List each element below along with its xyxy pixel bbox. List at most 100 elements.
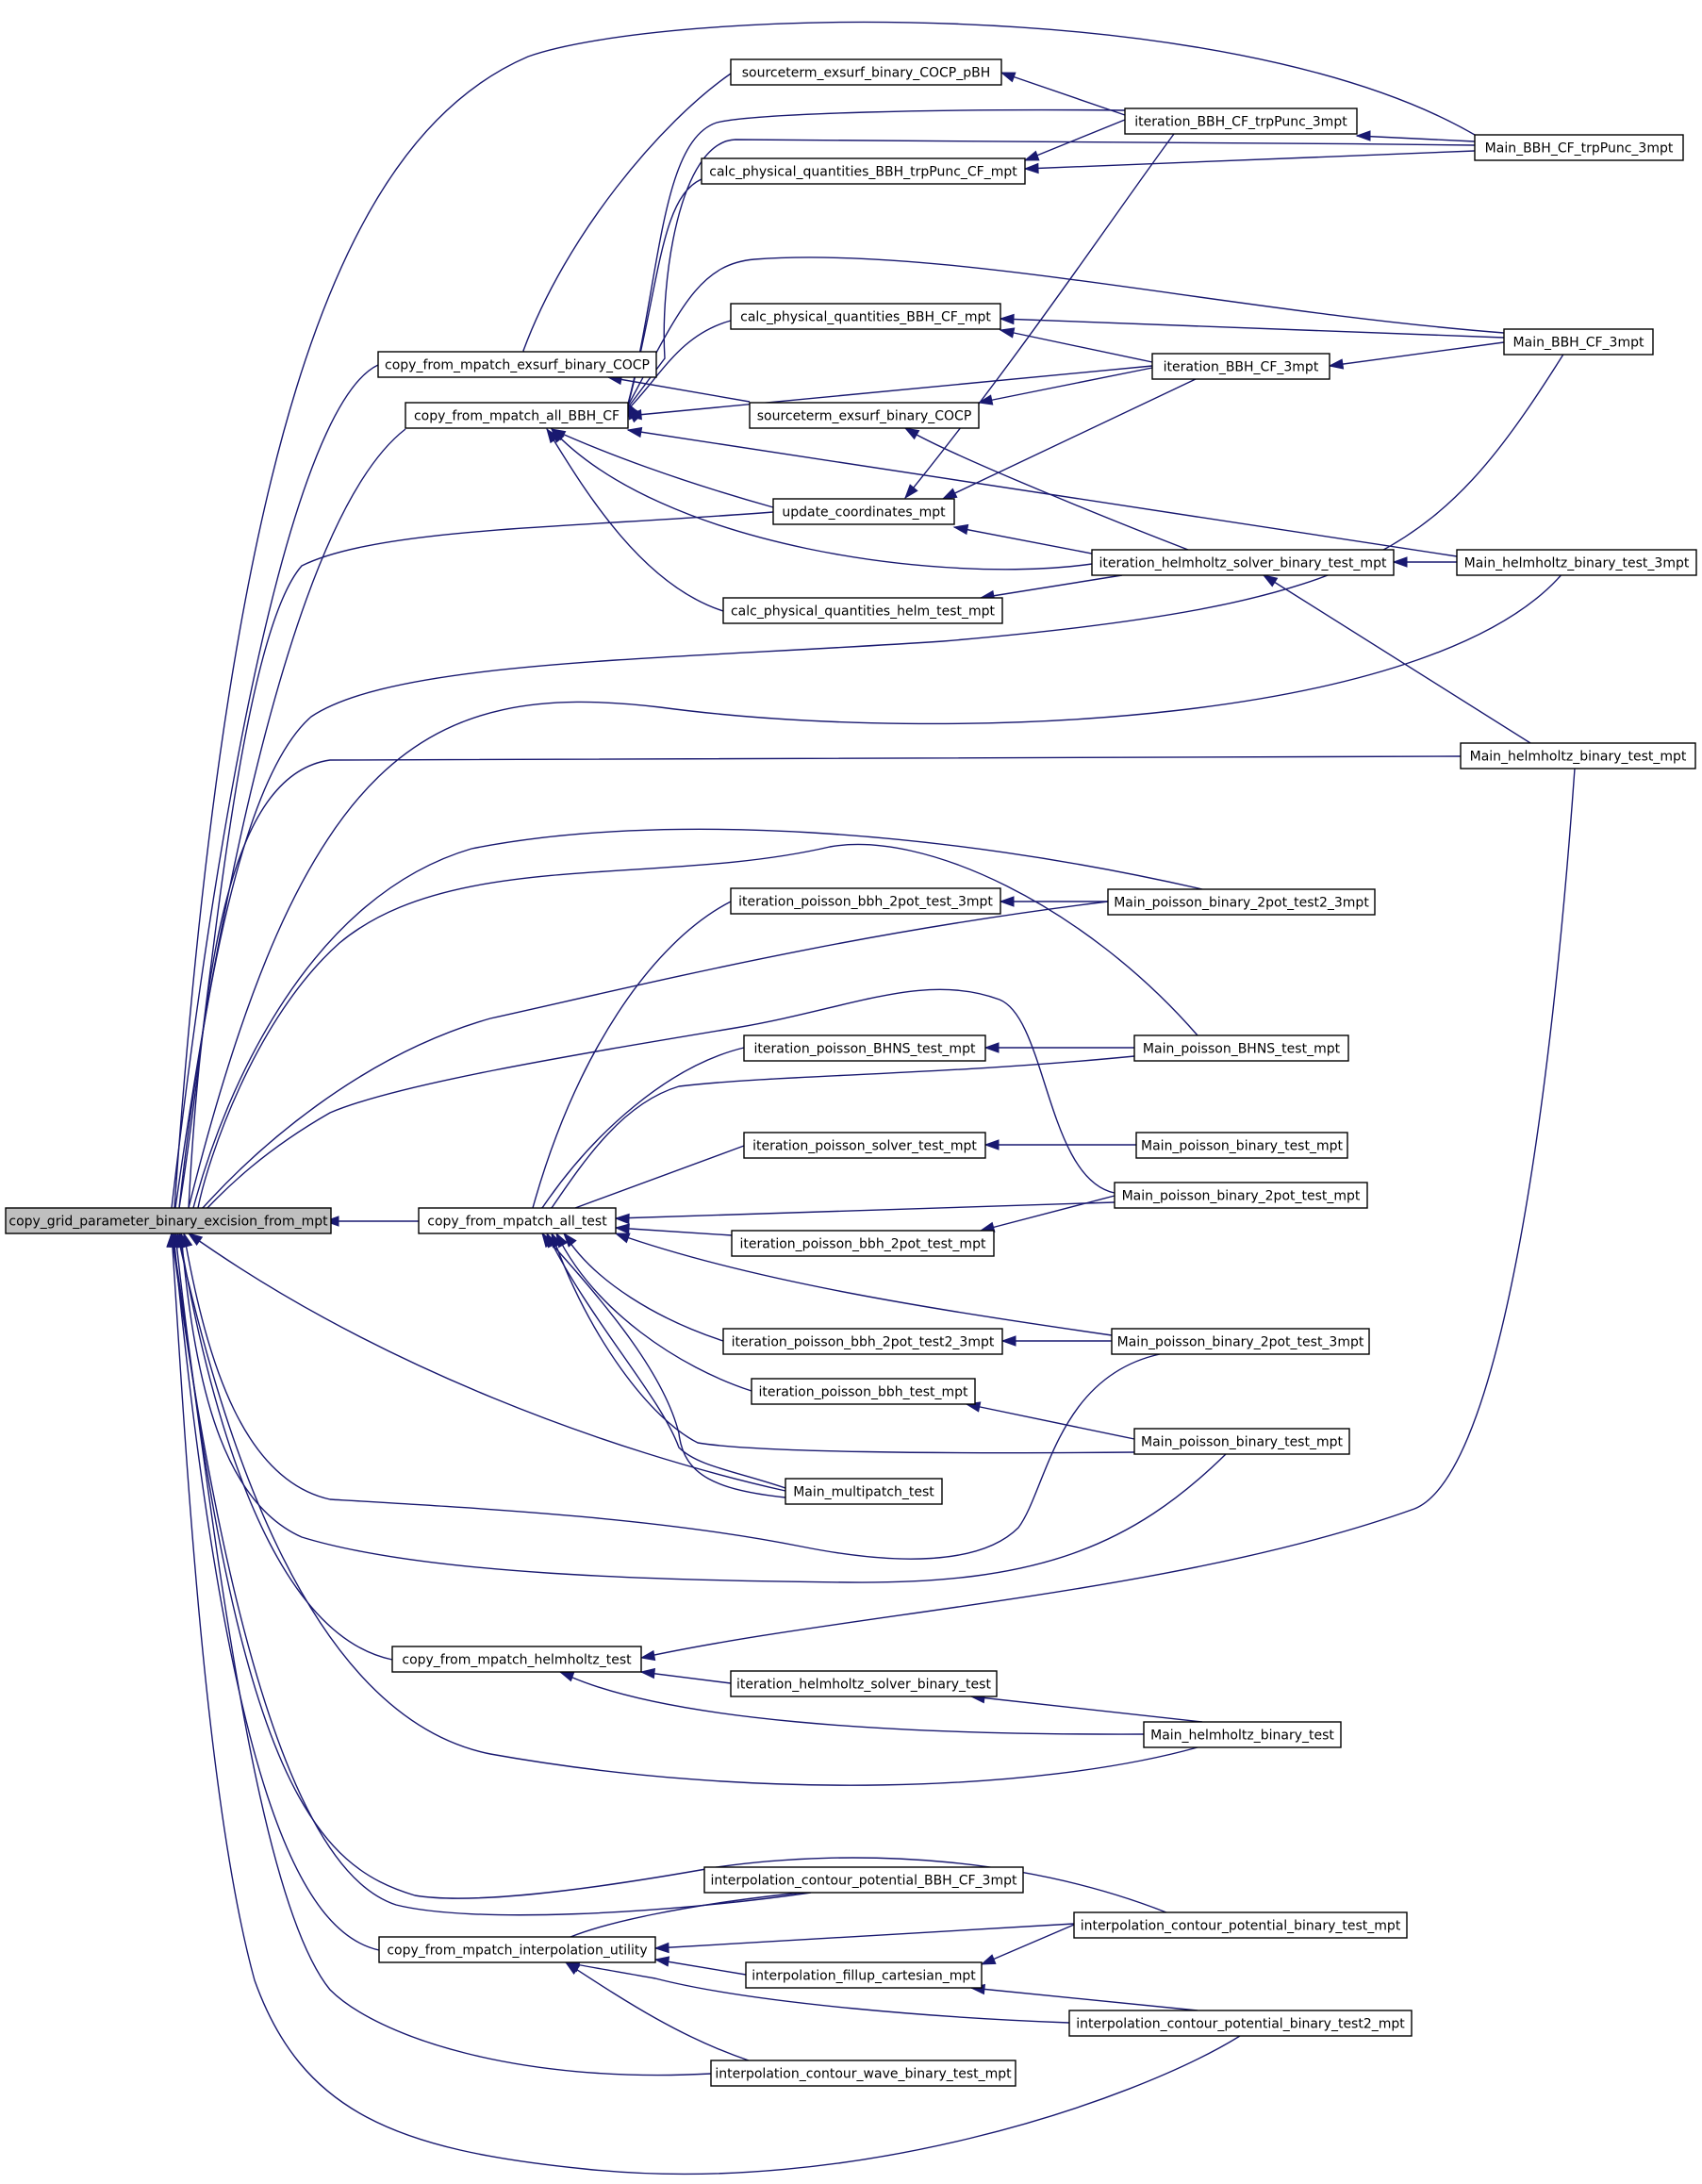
call-edge <box>173 1233 380 1951</box>
node-box[interactable] <box>1474 134 1684 161</box>
node-box[interactable] <box>703 1866 1024 1894</box>
node-box[interactable] <box>1114 1182 1368 1209</box>
node-box[interactable] <box>1133 1428 1350 1455</box>
graph-node-m-helm-mpt[interactable]: Main_helmholtz_binary_test_mpt <box>1460 742 1696 769</box>
node-label: interpolation_fillup_cartesian_mpt <box>752 1969 976 1984</box>
node-box[interactable] <box>722 1328 1003 1355</box>
node-box[interactable] <box>730 1670 998 1697</box>
call-edge <box>174 1233 1198 1927</box>
node-box[interactable] <box>1456 549 1697 576</box>
graph-node-m-p2-3[interactable]: Main_poisson_binary_2pot_test_3mpt <box>1111 1328 1370 1355</box>
graph-node-it-p2-mpt[interactable]: iteration_poisson_bbh_2pot_test_mpt <box>731 1230 995 1257</box>
graph-node-cfm-exsurf[interactable]: copy_from_mpatch_exsurf_binary_COCP <box>377 351 657 378</box>
graph-node-m-pbt-a[interactable]: Main_poisson_binary_test_mpt <box>1135 1132 1348 1159</box>
graph-node-st-cocp[interactable]: sourceterm_exsurf_binary_COCP <box>749 402 980 429</box>
call-edge <box>627 256 1505 406</box>
node-box[interactable] <box>1151 353 1330 380</box>
node-box[interactable] <box>749 402 980 429</box>
graph-node-calc-helm[interactable]: calc_physical_quantities_helm_test_mpt <box>722 597 1003 624</box>
node-box[interactable] <box>405 402 629 429</box>
node-box[interactable] <box>1091 549 1395 576</box>
graph-node-root[interactable]: copy_grid_parameter_binary_excision_from… <box>5 1207 332 1234</box>
graph-node-it-helm-mpt[interactable]: iteration_helmholtz_solver_binary_test_m… <box>1091 549 1395 576</box>
node-box[interactable] <box>1111 1328 1370 1355</box>
node-box[interactable] <box>731 1230 995 1257</box>
node-box[interactable] <box>1107 888 1376 916</box>
node-box[interactable] <box>5 1207 332 1234</box>
node-box[interactable] <box>1068 2010 1413 2037</box>
node-box[interactable] <box>785 1478 943 1505</box>
call-edge <box>627 139 1476 408</box>
node-box[interactable] <box>701 157 1026 185</box>
graph-node-it-bhns[interactable]: iteration_poisson_BHNS_test_mpt <box>743 1034 986 1062</box>
graph-node-it-p2t2-3[interactable]: iteration_poisson_bbh_2pot_test2_3mpt <box>722 1328 1003 1355</box>
arrowhead-icon <box>546 427 559 444</box>
node-box[interactable] <box>1133 1034 1349 1062</box>
graph-node-m-cf3[interactable]: Main_BBH_CF_3mpt <box>1503 328 1654 356</box>
node-box[interactable] <box>391 1646 642 1673</box>
node-label: copy_from_mpatch_all_test <box>427 1215 607 1230</box>
graph-node-ic-bt[interactable]: interpolation_contour_potential_binary_t… <box>1073 1911 1408 1939</box>
graph-node-calc-cf[interactable]: calc_physical_quantities_BBH_CF_mpt <box>730 303 1001 330</box>
graph-node-m-helm[interactable]: Main_helmholtz_binary_test <box>1143 1721 1342 1748</box>
node-box[interactable] <box>772 498 955 525</box>
node-box[interactable] <box>1143 1721 1342 1748</box>
graph-node-calc-trp[interactable]: calc_physical_quantities_BBH_trpPunc_CF_… <box>701 157 1026 185</box>
node-box[interactable] <box>378 1936 656 1963</box>
graph-node-it-ps[interactable]: iteration_poisson_solver_test_mpt <box>743 1132 986 1159</box>
arrowhead-icon <box>1023 150 1040 161</box>
node-box[interactable] <box>743 1132 986 1159</box>
node-box[interactable] <box>1124 108 1358 135</box>
call-edge <box>615 1201 1115 1219</box>
graph-node-icw[interactable]: interpolation_contour_wave_binary_test_m… <box>710 2060 1016 2087</box>
graph-node-st-pbh[interactable]: sourceterm_exsurf_binary_COCP_pBH <box>730 58 1002 86</box>
node-box[interactable] <box>1503 328 1654 356</box>
call-edge <box>532 901 732 1209</box>
node-box[interactable] <box>745 1961 983 1989</box>
node-box[interactable] <box>743 1034 986 1062</box>
node-box[interactable] <box>722 597 1003 624</box>
node-box[interactable] <box>1135 1132 1348 1159</box>
node-box[interactable] <box>730 58 1002 86</box>
arrowhead-icon <box>903 427 920 440</box>
graph-node-m-trp[interactable]: Main_BBH_CF_trpPunc_3mpt <box>1474 134 1684 161</box>
node-box[interactable] <box>377 351 657 378</box>
graph-node-m-pbt-b[interactable]: Main_poisson_binary_test_mpt <box>1133 1428 1350 1455</box>
node-box[interactable] <box>751 1378 976 1405</box>
graph-node-ic-bbh[interactable]: interpolation_contour_potential_BBH_CF_3… <box>703 1866 1024 1894</box>
graph-node-it-trp[interactable]: iteration_BBH_CF_trpPunc_3mpt <box>1124 108 1358 135</box>
call-edge <box>980 1195 1115 1232</box>
arrowhead-icon <box>614 1223 630 1234</box>
node-box[interactable] <box>1073 1911 1408 1939</box>
graph-node-cfm-test[interactable]: copy_from_mpatch_all_test <box>418 1207 617 1234</box>
graph-node-it-p2-3[interactable]: iteration_poisson_bbh_2pot_test_3mpt <box>730 887 1001 915</box>
arrowhead-icon <box>323 1216 339 1227</box>
node-box[interactable] <box>418 1207 617 1234</box>
graph-node-it-pbbh[interactable]: iteration_poisson_bbh_test_mpt <box>751 1378 976 1405</box>
call-edge <box>171 1233 812 1916</box>
graph-node-m-multi[interactable]: Main_multipatch_test <box>785 1478 943 1505</box>
graph-node-ifc[interactable]: interpolation_fillup_cartesian_mpt <box>745 1961 983 1989</box>
graph-node-cfm-interp[interactable]: copy_from_mpatch_interpolation_utility <box>378 1936 656 1963</box>
call-edge <box>953 526 1093 554</box>
graph-node-ic-bt2[interactable]: interpolation_contour_potential_binary_t… <box>1068 2010 1413 2037</box>
node-box[interactable] <box>730 887 1001 915</box>
graph-node-m-p2-mpt[interactable]: Main_poisson_binary_2pot_test_mpt <box>1114 1182 1368 1209</box>
graph-node-it-helm[interactable]: iteration_helmholtz_solver_binary_test <box>730 1670 998 1697</box>
graph-node-m-helm3[interactable]: Main_helmholtz_binary_test_3mpt <box>1456 549 1697 576</box>
node-box[interactable] <box>730 303 1001 330</box>
graph-node-cfm-helm[interactable]: copy_from_mpatch_helmholtz_test <box>391 1646 642 1673</box>
node-box[interactable] <box>710 2060 1016 2087</box>
graph-node-m-bhns[interactable]: Main_poisson_BHNS_test_mpt <box>1133 1034 1349 1062</box>
arrowhead-icon <box>187 1233 204 1246</box>
node-label: iteration_poisson_bbh_test_mpt <box>758 1385 968 1400</box>
call-edge <box>607 376 751 403</box>
graph-node-it-cf3[interactable]: iteration_BBH_CF_3mpt <box>1151 353 1330 380</box>
call-edge <box>978 367 1153 404</box>
node-label: iteration_helmholtz_solver_binary_test_m… <box>1099 556 1387 571</box>
node-box[interactable] <box>1460 742 1696 769</box>
graph-node-cfm-bbh[interactable]: copy_from_mpatch_all_BBH_CF <box>405 402 629 429</box>
graph-node-m-p2t2-3[interactable]: Main_poisson_binary_2pot_test2_3mpt <box>1107 888 1376 916</box>
call-edge <box>627 429 1458 557</box>
graph-node-upd[interactable]: update_coordinates_mpt <box>772 498 955 525</box>
